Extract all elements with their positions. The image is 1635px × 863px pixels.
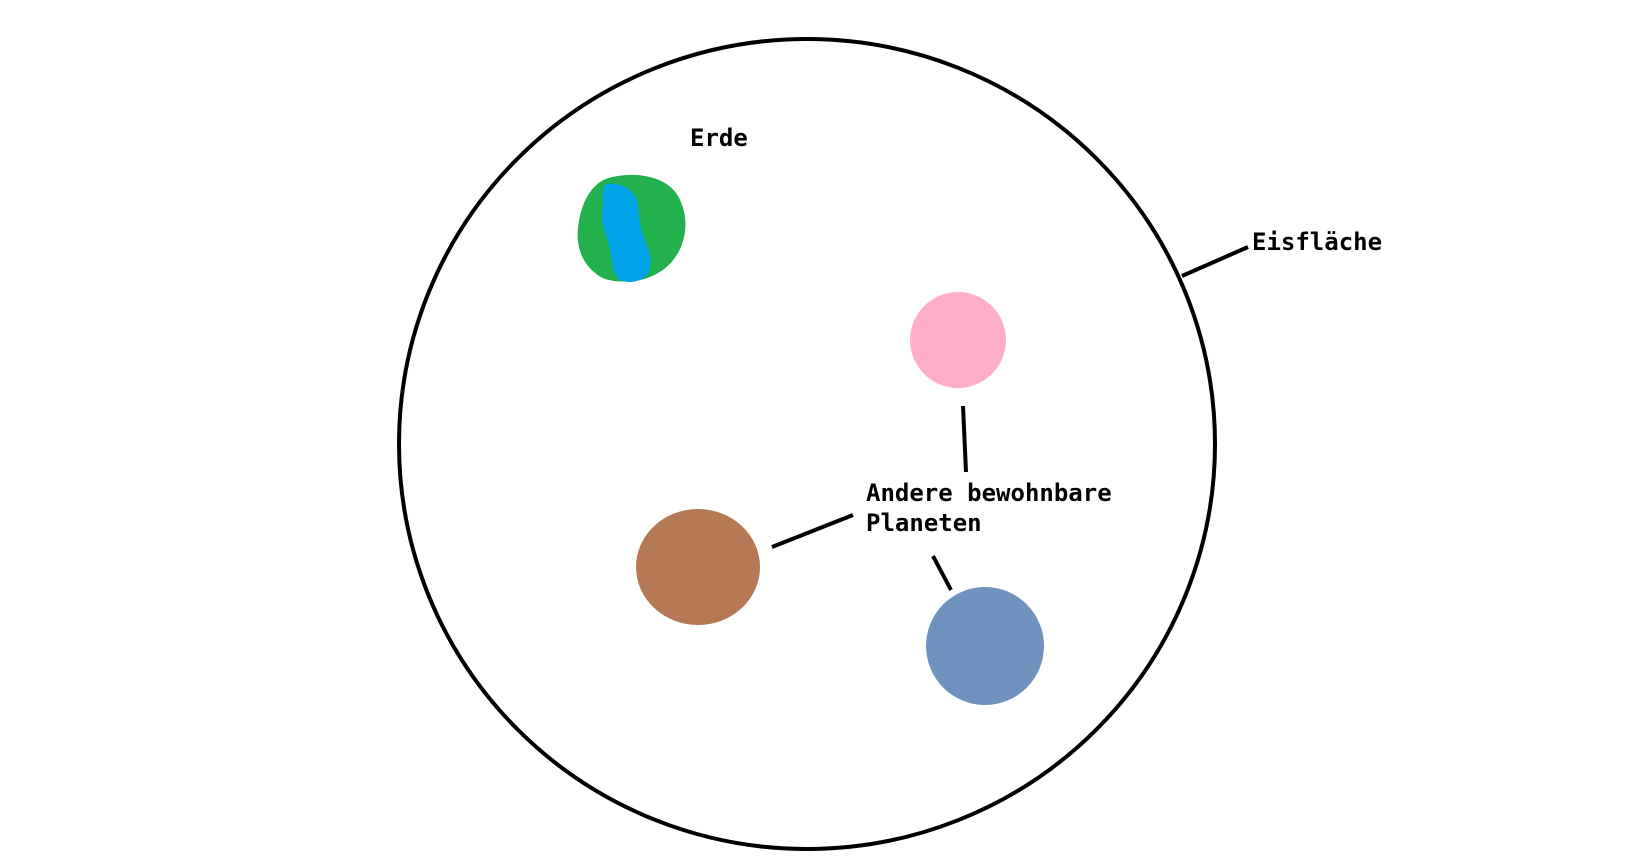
erde-label: Erde — [690, 124, 748, 152]
blue-planet-leader-line — [933, 556, 951, 590]
blue-planet-icon — [926, 587, 1044, 705]
pink-planet-icon — [910, 292, 1006, 388]
eisflaeche-label: Eisfläche — [1252, 228, 1382, 256]
ice-surface-circle — [399, 39, 1215, 849]
andere-planeten-label-line2: Planeten — [866, 509, 982, 537]
earth-planet-icon — [578, 175, 686, 282]
andere-planeten-label-line1: Andere bewohnbare — [866, 479, 1112, 507]
brown-planet-icon — [636, 509, 760, 625]
pink-planet-leader-line — [963, 406, 966, 472]
brown-planet-leader-line — [772, 515, 853, 547]
eisflaeche-leader-line — [1182, 247, 1248, 276]
